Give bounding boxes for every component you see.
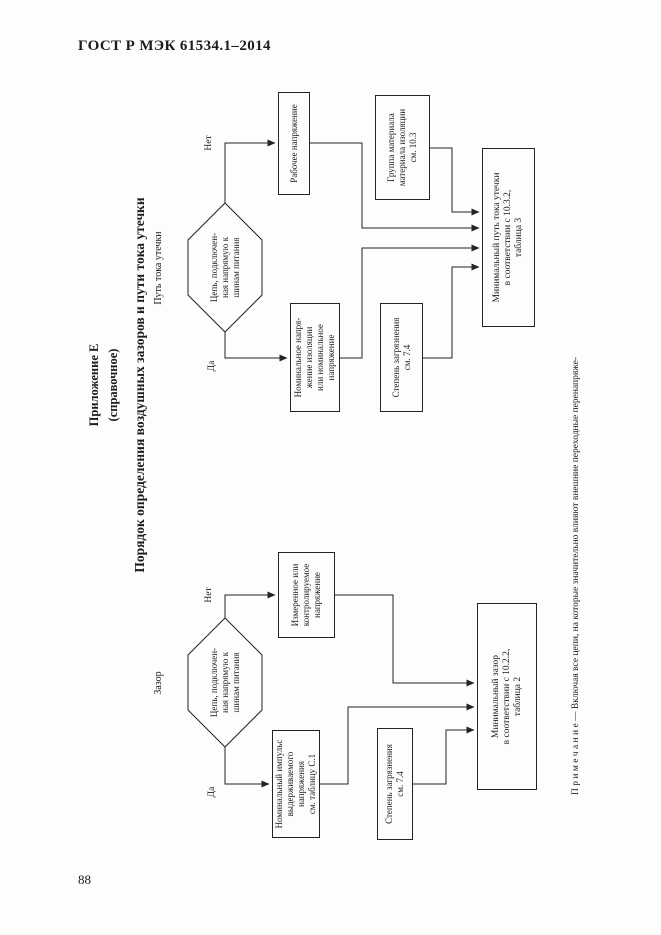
- annex-label: Приложение Е: [87, 343, 101, 427]
- figure-title: Порядок определения воздушных зазоров и …: [132, 197, 147, 573]
- clearance-impulse-voltage-box: Номинальный импульс выдерживаемого напря…: [272, 730, 320, 838]
- creepage-material-group-box: Группа материала материала изоляции см. …: [375, 95, 430, 200]
- creepage-no-label: Нет: [204, 135, 214, 151]
- figure-rotated-container: Приложение Е (справочное) Порядок опреде…: [85, 85, 600, 850]
- clearance-no-label: Нет: [204, 587, 214, 603]
- clearance-pollution-degree-box: Степень загрязнения см. 7.4: [377, 728, 413, 840]
- clearance-decision-text: Цепь, подключен- ная напрямую к шинам пи…: [208, 647, 241, 718]
- flowchart-connectors: [187, 139, 480, 788]
- clearance-minimum-result-box: Минимальный зазор в соответствии с 10.2.…: [477, 603, 537, 790]
- creepage-decision-text: Цепь, подключен- ная напрямую к шинам пи…: [208, 232, 241, 303]
- creepage-pollution-degree-box: Степень загрязнения см. 7.4: [380, 303, 423, 412]
- page-number: 88: [78, 872, 91, 887]
- creepage-chart-label: Путь тока утечки: [153, 231, 164, 305]
- clearance-chart-label: Зазор: [153, 671, 164, 695]
- standard-designation: ГОСТ Р МЭК 61534.1–2014: [78, 38, 271, 54]
- figure-note: П р и м е ч а н и е — Включая все цепи, …: [571, 356, 581, 795]
- clearance-yes-label: Да: [207, 786, 217, 798]
- creepage-working-voltage-box: Рабочее напряжение: [278, 92, 310, 195]
- creepage-yes-label: Да: [207, 360, 217, 372]
- annex-heading: Приложение Е (справочное): [85, 250, 123, 520]
- creepage-minimum-result-box: Минимальный путь тока утечки в соответст…: [482, 148, 535, 327]
- annex-type: (справочное): [106, 348, 120, 422]
- clearance-measured-voltage-box: Измеренное или контролируемое напряжение: [278, 552, 335, 638]
- creepage-rated-voltage-box: Номинальное напря- жение изоляции или но…: [290, 303, 340, 412]
